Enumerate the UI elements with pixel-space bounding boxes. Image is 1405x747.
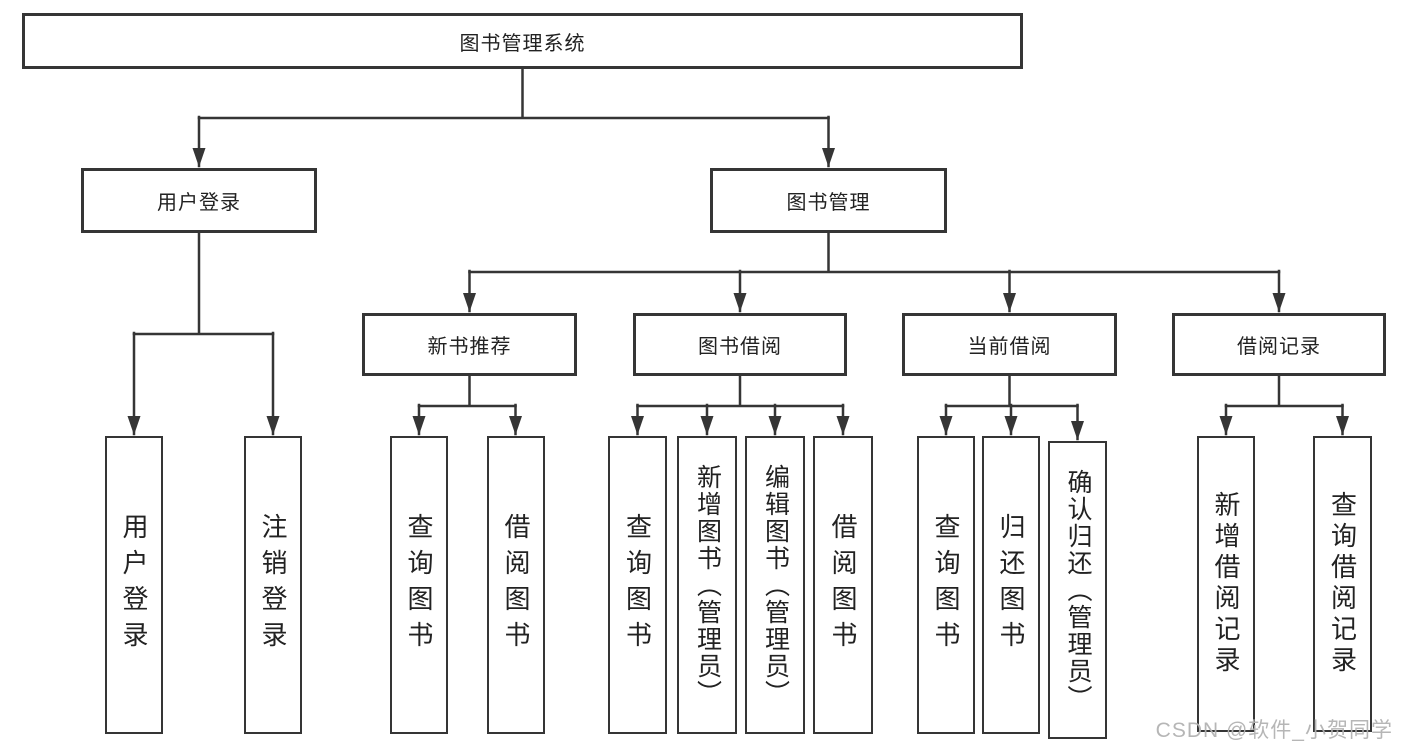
node-current-borrow: 当前借阅 xyxy=(902,313,1117,376)
leaf-recommend-borrow-book: 借阅图书 xyxy=(487,436,545,734)
node-label: 查询借阅记录 xyxy=(1327,491,1358,677)
node-label: 查询图书 xyxy=(404,513,434,657)
node-label: 查询图书 xyxy=(931,513,961,657)
node-library-management-system: 图书管理系统 xyxy=(22,13,1023,69)
node-user-login: 用户登录 xyxy=(81,168,317,233)
node-label: 图书借阅 xyxy=(698,336,782,358)
leaf-add-borrow-record: 新增借阅记录 xyxy=(1197,436,1255,732)
node-label: 确认归还（管理员） xyxy=(1064,468,1092,712)
node-label: 图书管理系统 xyxy=(459,32,586,55)
leaf-return-book: 归还图书 xyxy=(982,436,1040,734)
node-label: 用户登录 xyxy=(119,513,149,657)
node-label: 新增图书（管理员） xyxy=(693,463,722,707)
node-label: 新书推荐 xyxy=(427,336,512,358)
node-label: 借阅图书 xyxy=(828,513,858,657)
node-book-borrow: 图书借阅 xyxy=(633,313,847,376)
node-book-management: 图书管理 xyxy=(710,168,947,233)
leaf-add-book-admin: 新增图书（管理员） xyxy=(677,436,737,734)
leaf-current-search-book: 查询图书 xyxy=(917,436,975,734)
node-label: 归还图书 xyxy=(996,513,1026,657)
leaf-user-login: 用户登录 xyxy=(105,436,163,734)
node-label: 编辑图书（管理员） xyxy=(761,463,790,707)
leaf-borrow-borrow-book: 借阅图书 xyxy=(813,436,873,734)
node-label: 借阅记录 xyxy=(1237,336,1321,358)
leaf-confirm-return-admin: 确认归还（管理员） xyxy=(1048,441,1107,739)
node-label: 新增借阅记录 xyxy=(1211,491,1241,677)
leaf-recommend-search-book: 查询图书 xyxy=(390,436,448,734)
node-label: 用户登录 xyxy=(157,192,241,214)
leaf-borrow-search-book: 查询图书 xyxy=(608,436,667,734)
node-label: 查询图书 xyxy=(622,513,653,657)
node-label: 当前借阅 xyxy=(967,336,1052,358)
leaf-edit-book-admin: 编辑图书（管理员） xyxy=(745,436,805,734)
node-new-book-recommend: 新书推荐 xyxy=(362,313,577,376)
leaf-search-borrow-record: 查询借阅记录 xyxy=(1313,436,1372,732)
node-borrow-records: 借阅记录 xyxy=(1172,313,1386,376)
leaf-logout: 注销登录 xyxy=(244,436,302,734)
node-label: 注销登录 xyxy=(258,513,288,657)
csdn-watermark: CSDN @软件_小贺同学 xyxy=(1155,719,1393,742)
node-label: 借阅图书 xyxy=(501,513,531,657)
node-label: 图书管理 xyxy=(786,192,871,214)
